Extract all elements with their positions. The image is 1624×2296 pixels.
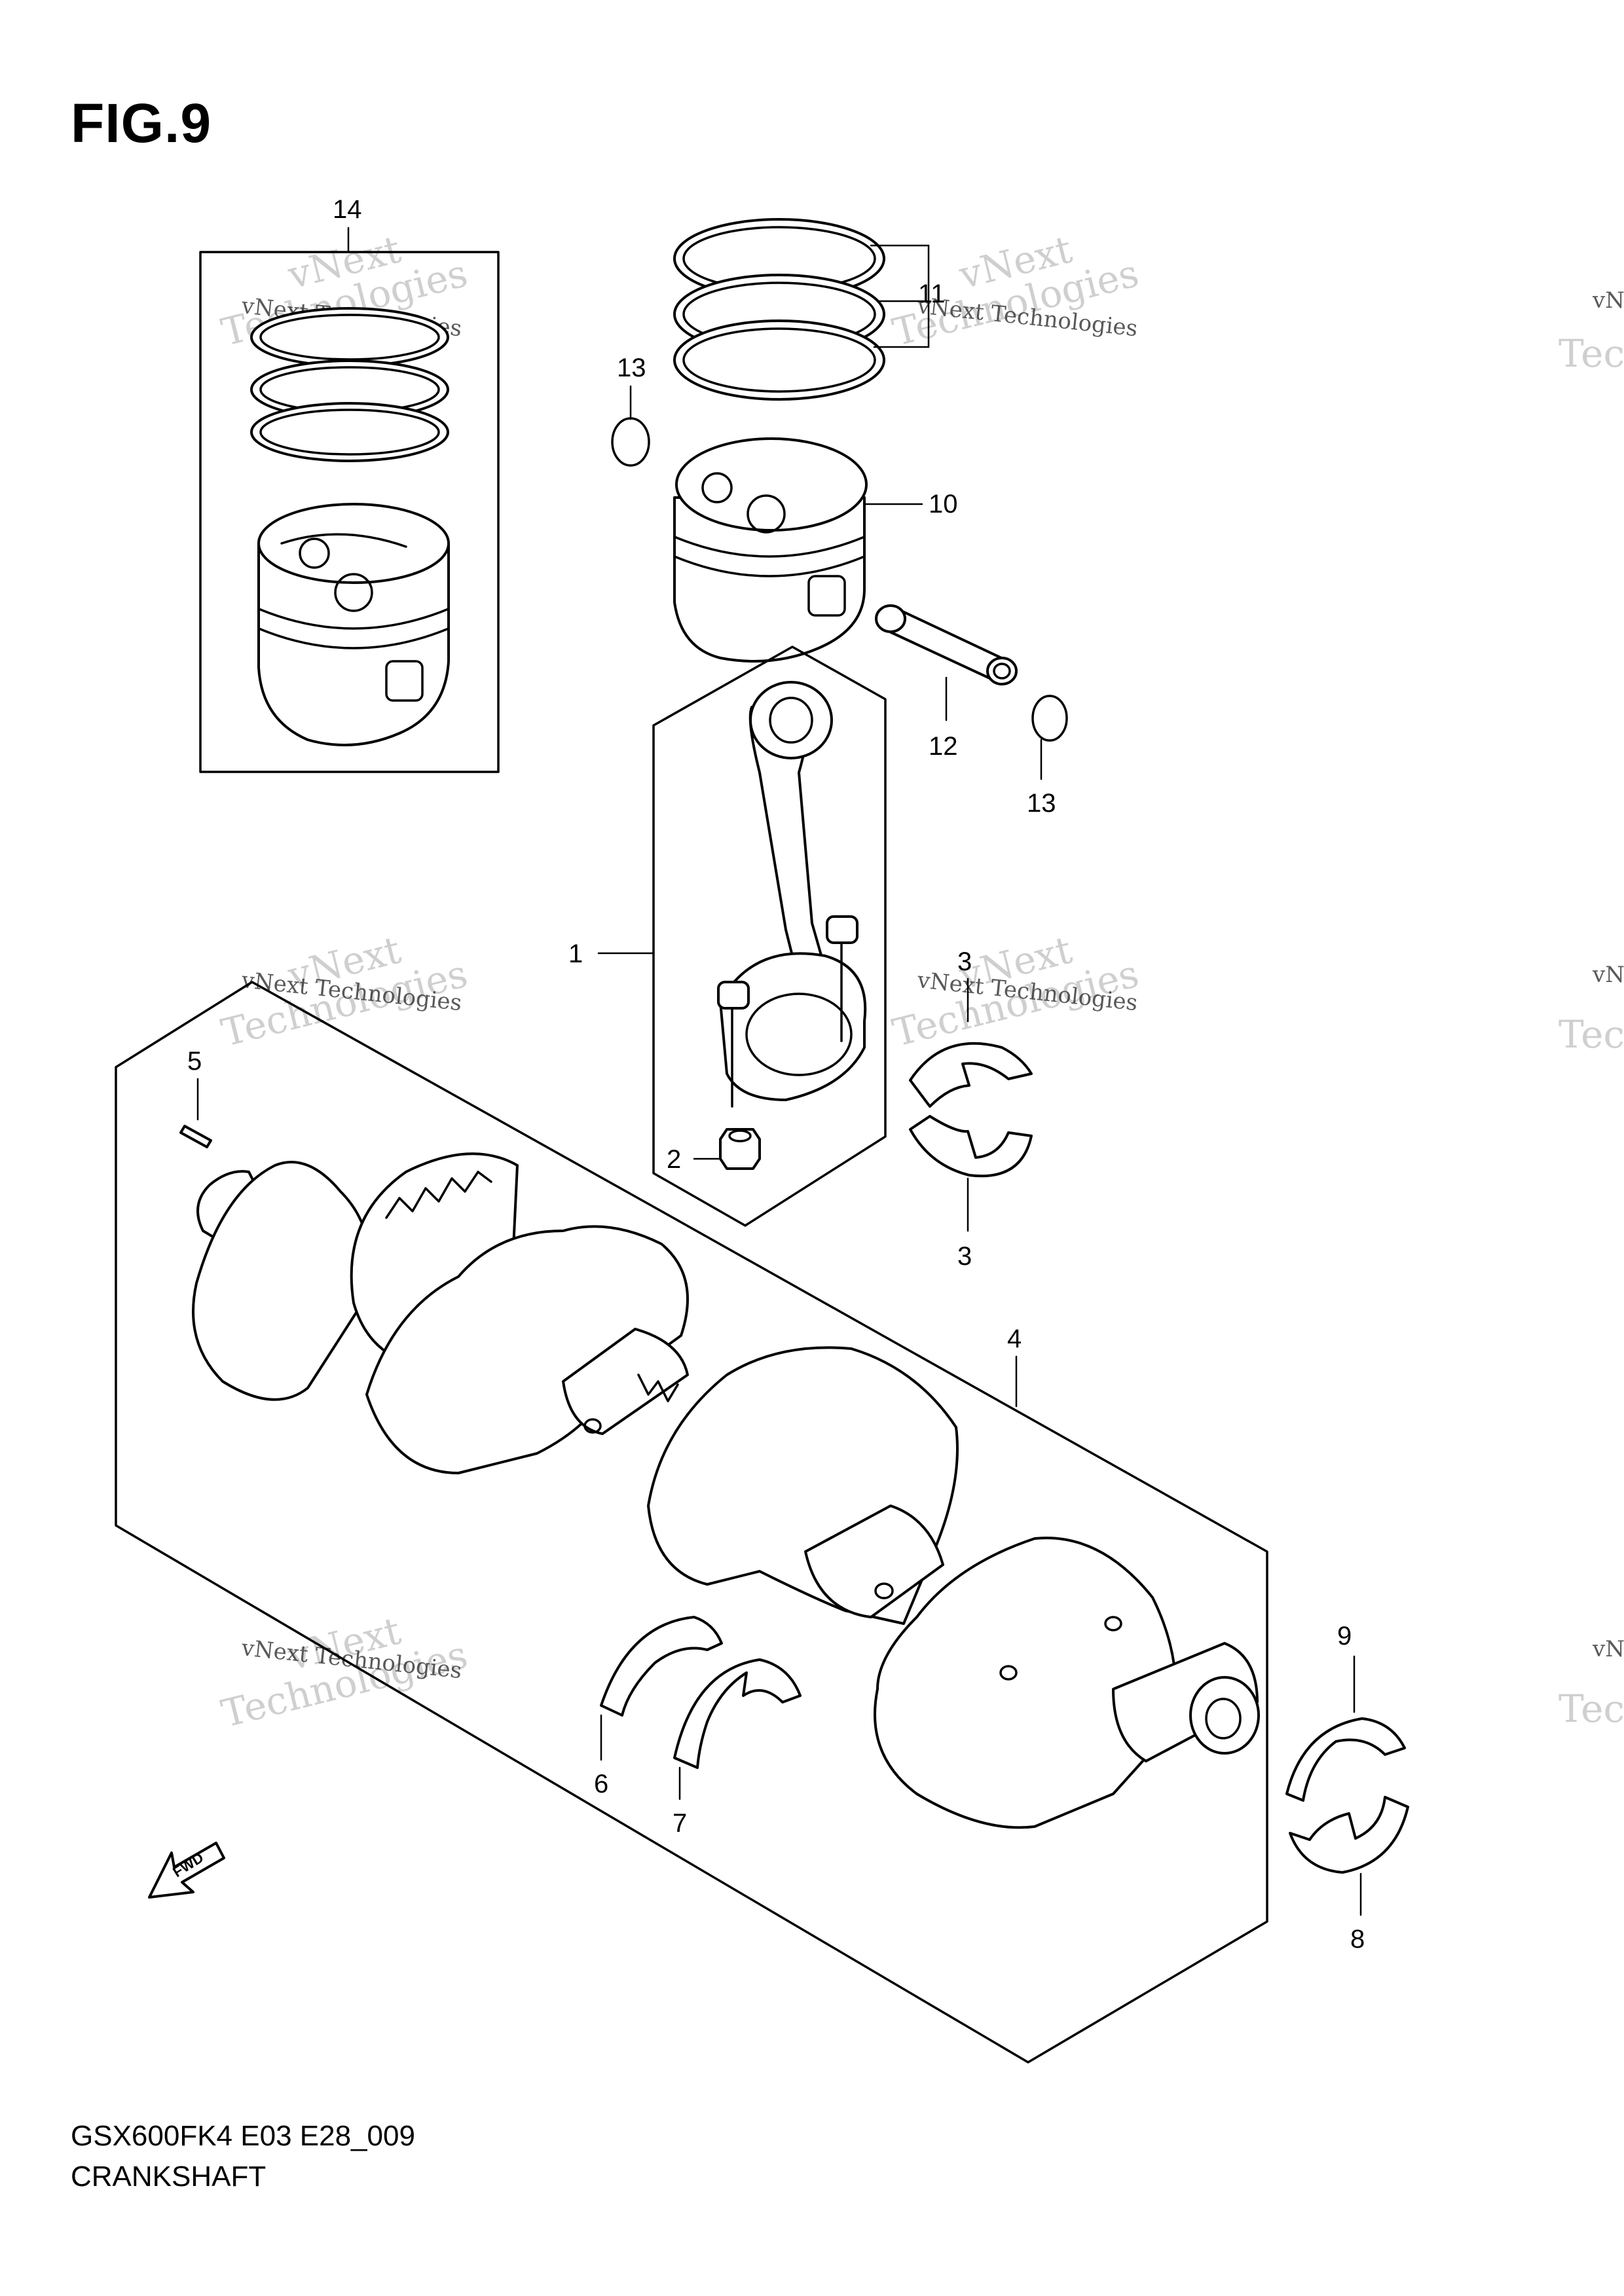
callout-4: 4 — [1007, 1324, 1022, 1353]
piston-rings-11: 11 — [673, 218, 946, 401]
conrod-bearing-3: 3 3 — [909, 947, 1033, 1271]
crankshaft-frame — [115, 981, 1268, 2064]
leader-bracket-11 — [870, 244, 930, 348]
conrod-box: 1 2 — [568, 646, 887, 1227]
callout-2: 2 — [667, 1145, 681, 1174]
conrod-nut-2: 2 — [667, 1128, 761, 1174]
piston-set-frame — [199, 251, 500, 773]
drawing-code: GSX600FK4 E03 E28_009 — [71, 2120, 415, 2152]
forward-arrow-icon: FWD — [148, 1842, 225, 1899]
callout-3-upper: 3 — [957, 947, 972, 976]
conrod-frame — [652, 646, 887, 1227]
piston-10: 10 — [673, 437, 958, 663]
watermark-edge-text: Technologies — [1559, 1012, 1624, 1057]
crankshaft-box: 4 — [115, 981, 1268, 2064]
piston-set-box: 14 — [199, 195, 500, 773]
piston-pin-clip-upper: 13 — [611, 354, 650, 467]
watermark-edge-text: Technologies — [1559, 1686, 1624, 1731]
figure-title: FIG.9 — [71, 92, 212, 154]
piston-pin-clip-lower: 13 — [1027, 695, 1068, 818]
callout-7: 7 — [673, 1809, 687, 1838]
watermark-edge-text: vNext Technologies — [1592, 1636, 1624, 1662]
callout-9: 9 — [1337, 1622, 1352, 1650]
crankshaft — [192, 1152, 1260, 1829]
callout-11: 11 — [918, 280, 946, 308]
piston-14 — [257, 503, 450, 746]
connecting-rod-1 — [717, 681, 867, 1108]
thrust-bearing-6: 6 — [594, 1616, 723, 1798]
watermark-edge-text: Technologies — [1559, 331, 1624, 376]
watermark-edge-text: vNext Technologies — [1592, 962, 1624, 988]
main-bearing-8: 8 — [1289, 1796, 1409, 1954]
callout-14: 14 — [333, 195, 362, 224]
callout-13-upper: 13 — [617, 354, 646, 382]
callout-13-lower: 13 — [1027, 789, 1056, 818]
drawing-name: CRANKSHAFT — [71, 2160, 267, 2193]
callout-1: 1 — [568, 939, 583, 968]
callout-12: 12 — [929, 732, 958, 761]
callout-8: 8 — [1350, 1925, 1365, 1954]
piston-ring-stack-14 — [250, 307, 449, 462]
thrust-bearing-7: 7 — [673, 1658, 802, 1838]
main-bearing-9: 9 — [1285, 1622, 1406, 1802]
watermark-edge-text: vNext Technologies — [1592, 287, 1624, 314]
dowel-pin-5: 5 — [179, 1047, 212, 1148]
callout-10: 10 — [929, 490, 958, 519]
callout-3-lower: 3 — [957, 1242, 972, 1271]
piston-pin-12: 12 — [875, 604, 1018, 761]
callout-5: 5 — [187, 1047, 202, 1076]
callout-6: 6 — [594, 1770, 608, 1798]
